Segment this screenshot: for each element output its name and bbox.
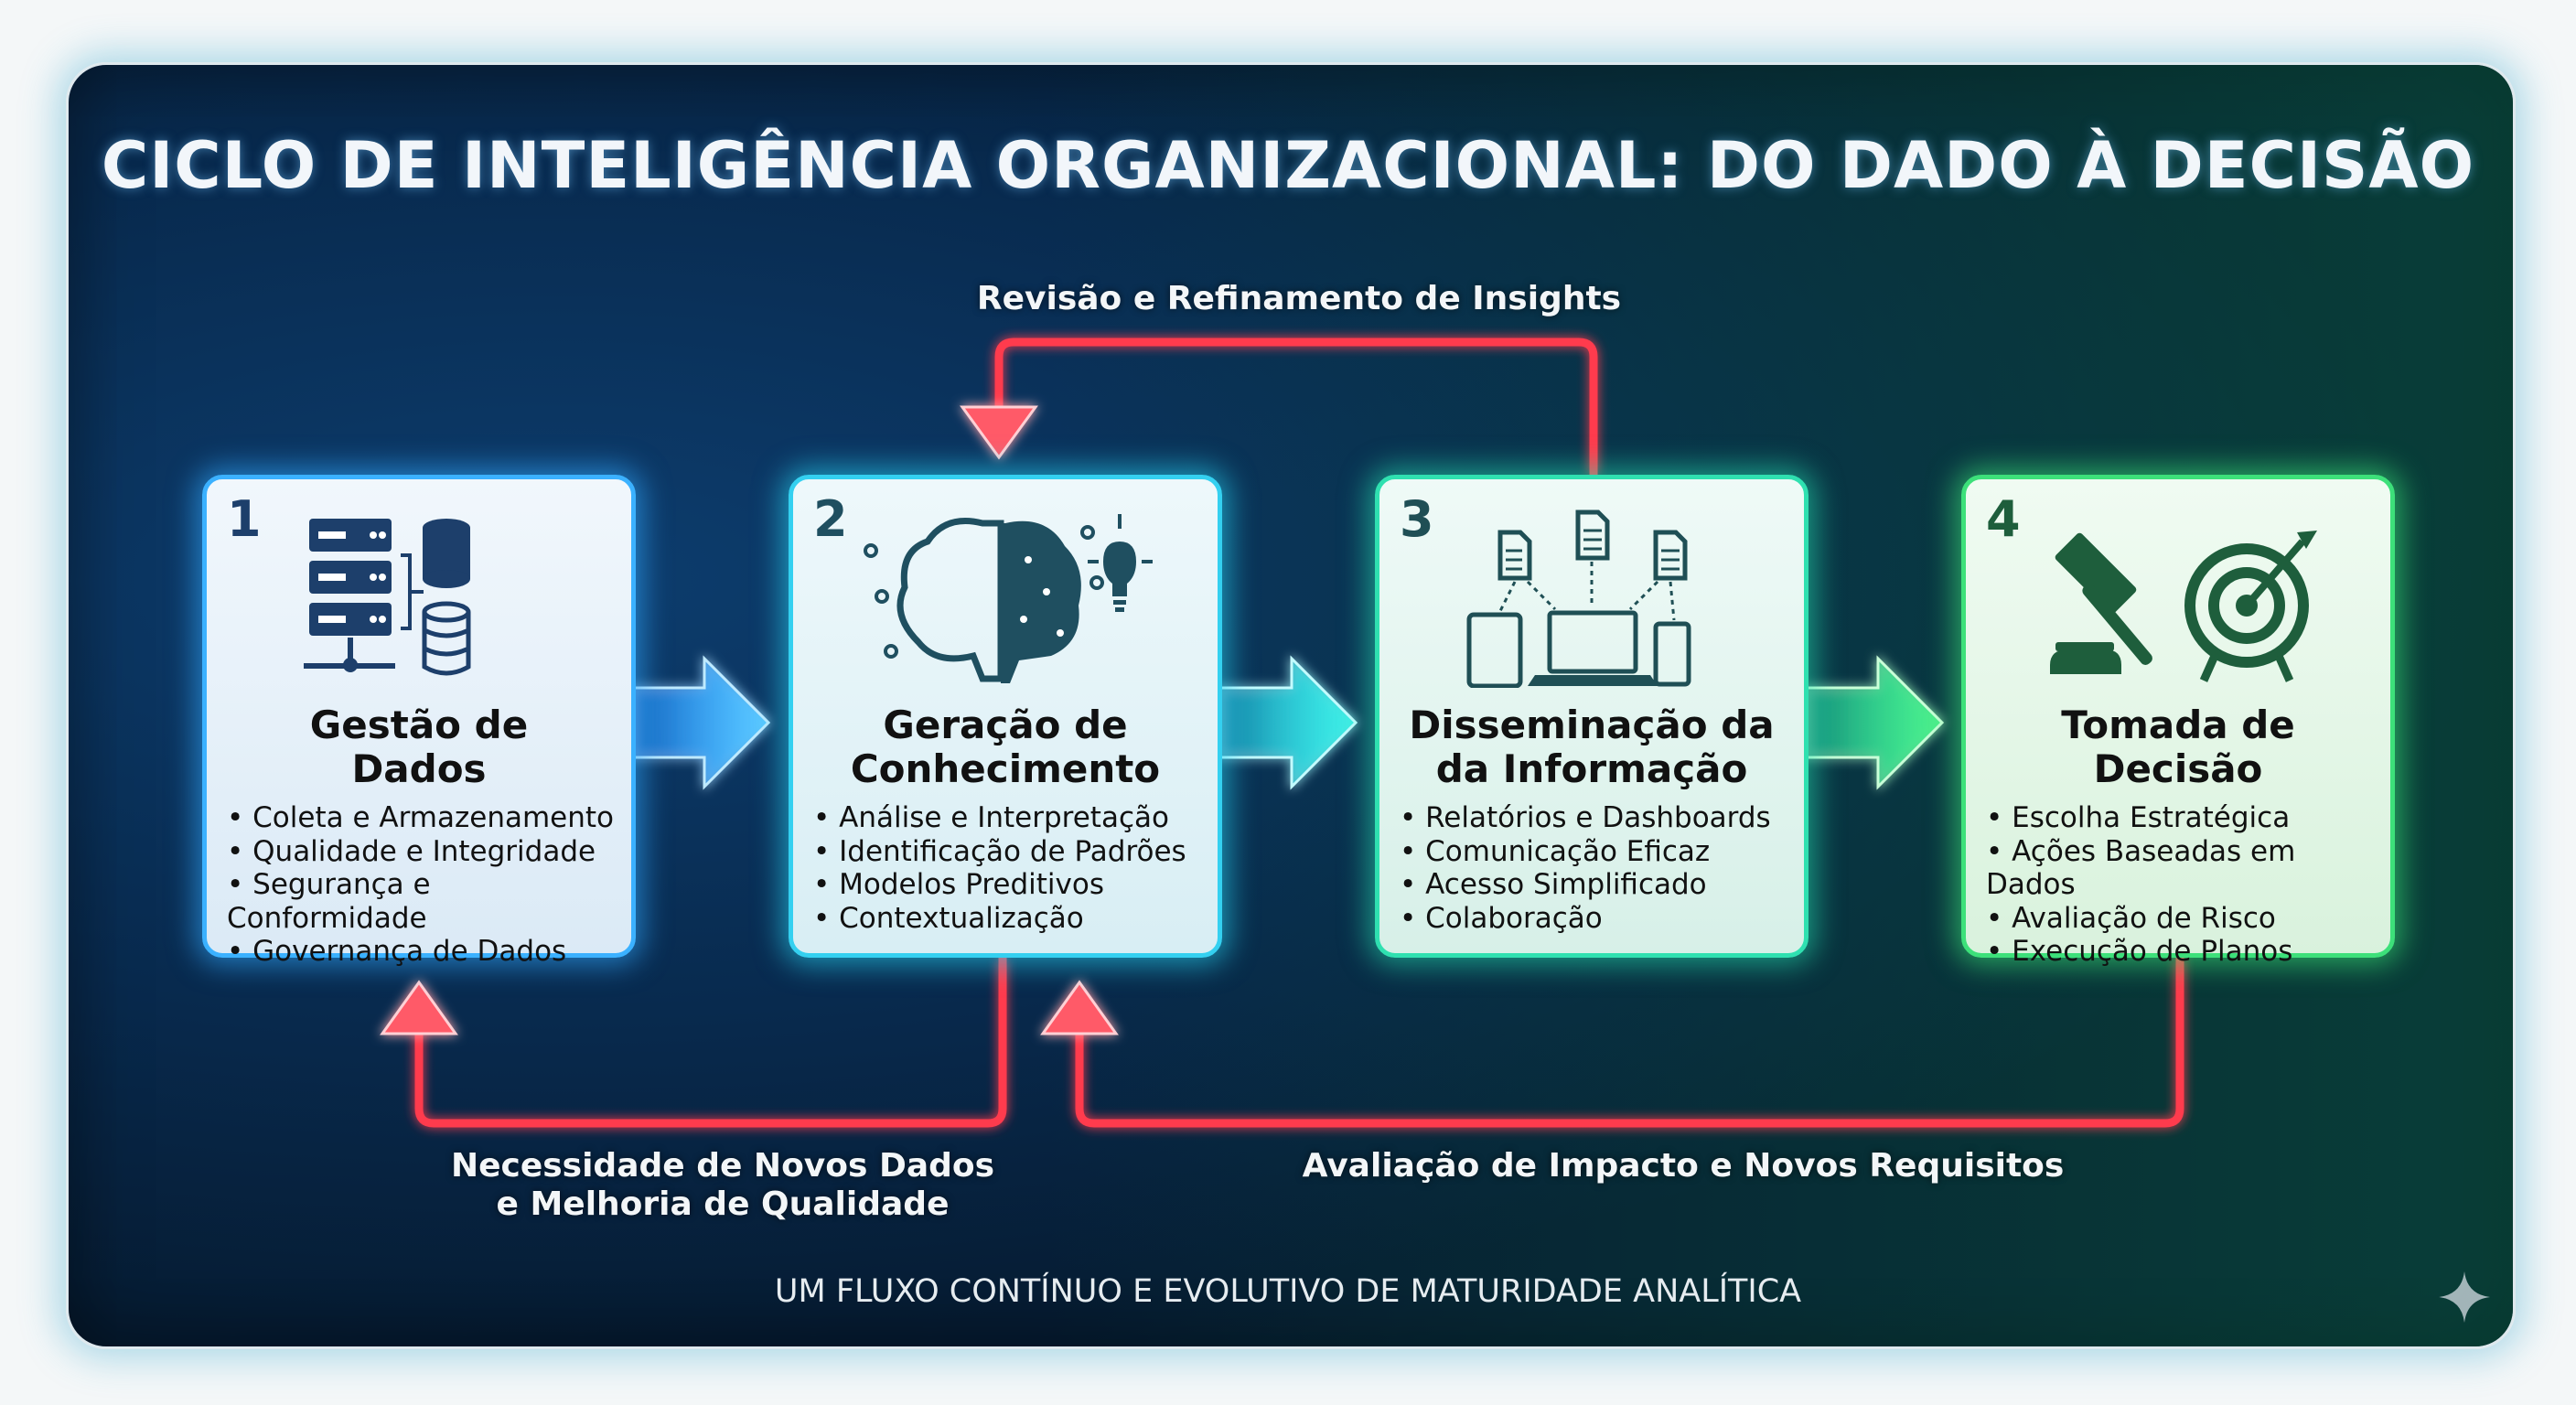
feedback-label-bottom-left: Necessidade de Novos Dados e Melhoria de… xyxy=(402,1147,1043,1224)
arrowhead-bottom-right xyxy=(1040,980,1119,1035)
arrow-1-to-2 xyxy=(629,655,771,790)
arrowhead-bottom-left xyxy=(380,980,458,1035)
list-item: Execução de Planos xyxy=(1986,935,2390,969)
list-item: Acesso Simplificado xyxy=(1400,868,1771,902)
list-item: Qualidade e Integridade xyxy=(227,835,631,869)
stage-items: Coleta e Armazenamento Qualidade e Integ… xyxy=(227,801,631,969)
feedback-label-line: e Melhoria de Qualidade xyxy=(496,1185,950,1223)
stage-items: Escolha Estratégica Ações Baseadas em Da… xyxy=(1986,801,2390,969)
list-item: Governança de Dados xyxy=(227,935,631,969)
list-item: Relatórios e Dashboards xyxy=(1400,801,1771,835)
footer-tagline: UM FLUXO CONTÍNUO E EVOLUTIVO DE MATURID… xyxy=(774,1273,1802,1310)
stage-number: 2 xyxy=(813,490,848,548)
loop-top xyxy=(994,338,1598,475)
arrowhead-top xyxy=(960,405,1038,460)
list-item: Análise e Interpretação xyxy=(813,801,1186,835)
stage-number: 4 xyxy=(1986,490,2021,548)
feedback-label-line: Necessidade de Novos Dados xyxy=(450,1147,995,1185)
list-item: Segurança e Conformidade xyxy=(227,868,631,935)
arrow-2-to-3 xyxy=(1218,655,1358,790)
gavel-target-icon xyxy=(1966,505,2390,688)
feedback-label-bottom-right: Avaliação de Impacto e Novos Requisitos xyxy=(1302,1147,2065,1185)
arrow-3-to-4 xyxy=(1804,655,1945,790)
list-item: Avaliação de Risco xyxy=(1986,902,2390,936)
server-database-icon xyxy=(207,505,631,688)
feedback-label-top: Revisão e Refinamento de Insights xyxy=(976,280,1622,317)
stage-items: Relatórios e Dashboards Comunicação Efic… xyxy=(1400,801,1771,935)
list-item: Modelos Preditivos xyxy=(813,868,1186,902)
stage-items: Análise e Interpretação Identificação de… xyxy=(813,801,1186,935)
loop-bottom-left xyxy=(414,958,1007,1128)
brain-lightbulb-icon xyxy=(793,505,1218,688)
list-item: Escolha Estratégica xyxy=(1986,801,2390,835)
list-item: Contextualização xyxy=(813,902,1186,936)
list-item: Identificação de Padrões xyxy=(813,835,1186,869)
stage-number: 1 xyxy=(227,490,262,548)
list-item: Colaboração xyxy=(1400,902,1771,936)
stage-number: 3 xyxy=(1400,490,1434,548)
sparkle-icon xyxy=(2439,1271,2490,1323)
diagram-title: CICLO DE INTELIGÊNCIA ORGANIZACIONAL: DO… xyxy=(101,128,2475,203)
documents-devices-icon xyxy=(1379,505,1804,688)
list-item: Comunicação Eficaz xyxy=(1400,835,1771,869)
loop-bottom-right xyxy=(1075,958,2184,1128)
list-item: Coleta e Armazenamento xyxy=(227,801,631,835)
list-item: Ações Baseadas em Dados xyxy=(1986,835,2390,902)
